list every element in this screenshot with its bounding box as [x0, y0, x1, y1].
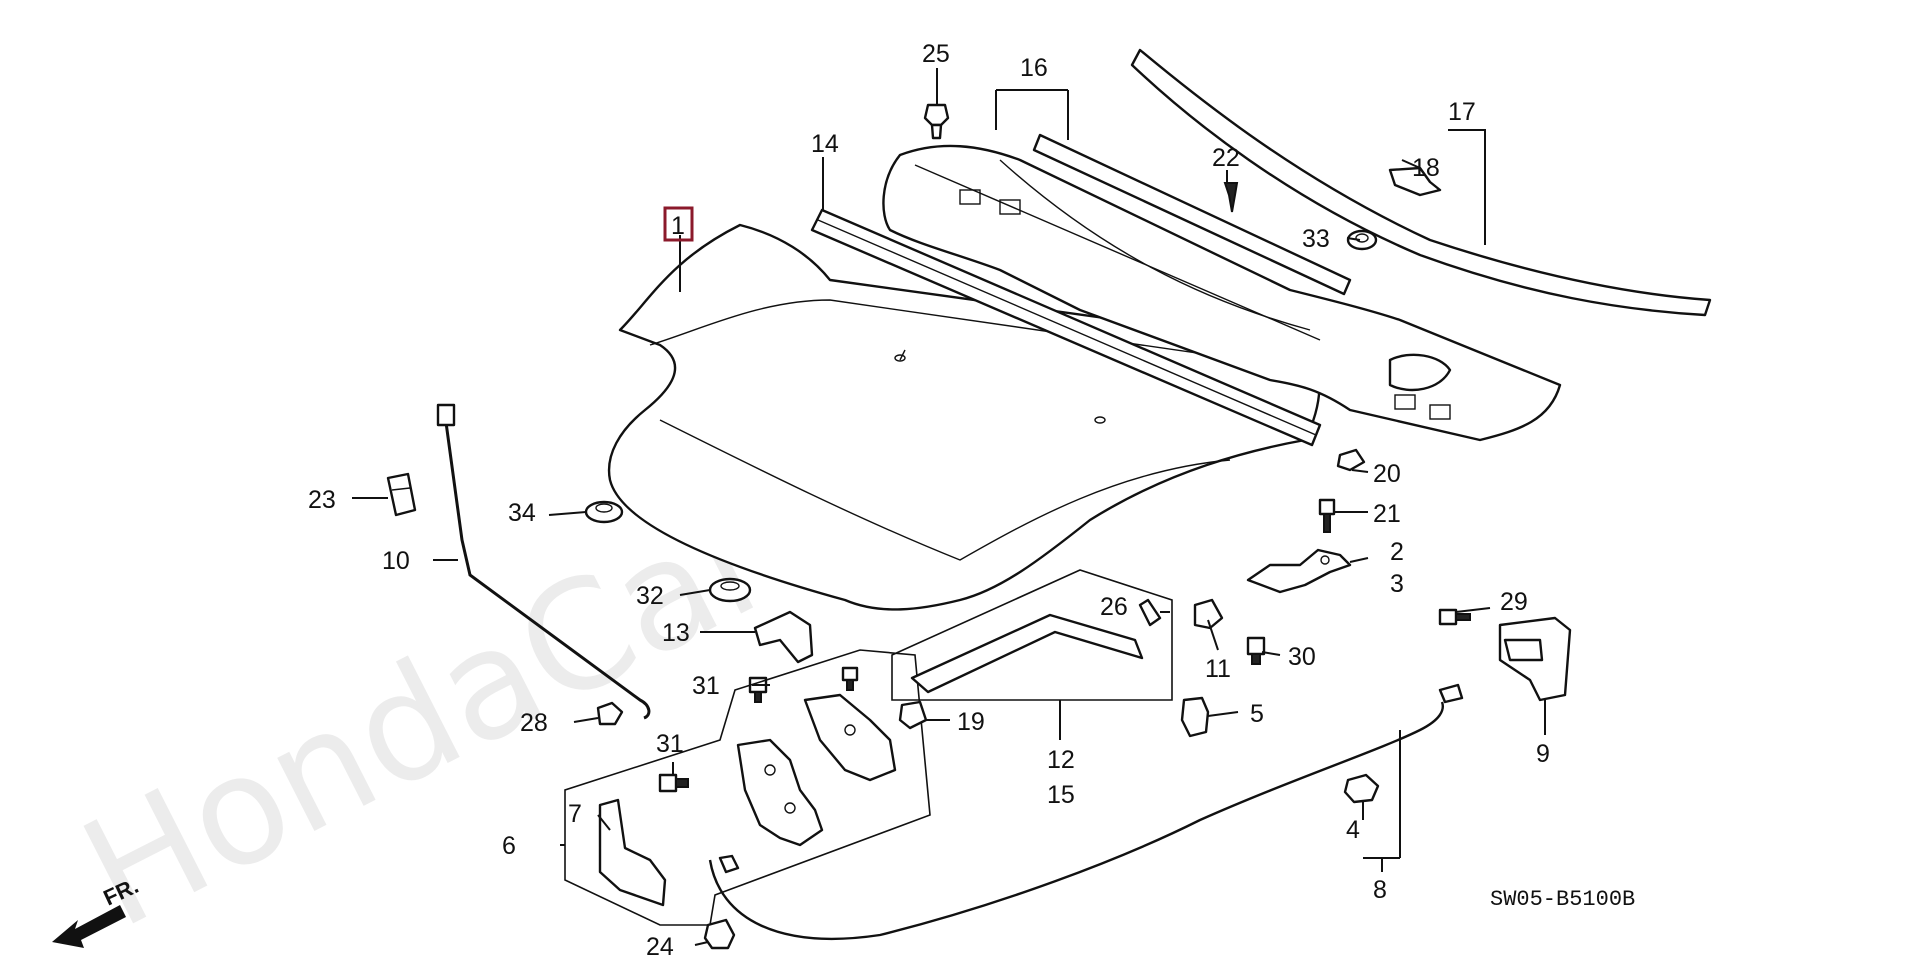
cable-grommet[interactable] [1343, 773, 1380, 804]
latch-screw[interactable] [841, 666, 859, 691]
cowl-grommet[interactable] [1346, 229, 1378, 251]
callout-5[interactable]: 5 [1250, 700, 1264, 728]
callout-17[interactable]: 17 [1448, 98, 1476, 126]
leader-lines [352, 68, 1546, 946]
hinge-bracket[interactable] [1193, 598, 1224, 630]
rod-holder[interactable] [386, 472, 417, 517]
hood-support-rod[interactable] [436, 403, 651, 720]
cable-clip[interactable] [703, 918, 736, 950]
callout-13[interactable]: 13 [662, 619, 690, 647]
callout-18[interactable]: 18 [1412, 154, 1440, 182]
hood-hinge[interactable] [1246, 548, 1352, 594]
bracket-bolt[interactable] [1246, 636, 1266, 665]
callout-22[interactable]: 22 [1212, 144, 1240, 172]
front-arrow-icon [52, 905, 126, 948]
callout-12[interactable]: 12 [1047, 746, 1075, 774]
callout-1[interactable]: 1 [671, 212, 685, 240]
callout-2[interactable]: 2 [1390, 538, 1404, 566]
callout-31a[interactable]: 31 [692, 672, 720, 700]
callout-3[interactable]: 3 [1390, 570, 1404, 598]
callout-33[interactable]: 33 [1302, 225, 1330, 253]
callout-34[interactable]: 34 [508, 499, 536, 527]
callout-31b[interactable]: 31 [656, 730, 684, 758]
latch-assembly-group [564, 649, 931, 926]
callout-11[interactable]: 11 [1205, 655, 1231, 683]
callout-4[interactable]: 4 [1346, 816, 1360, 844]
callout-24[interactable]: 24 [646, 933, 674, 960]
callout-25[interactable]: 25 [922, 40, 950, 68]
cowl-rubber-seal[interactable] [1130, 48, 1712, 317]
hood-grommet[interactable] [584, 500, 624, 524]
silencer-group [891, 569, 1173, 701]
hood-striker[interactable] [753, 610, 814, 664]
silencer-clip[interactable] [1138, 598, 1162, 627]
hood-cushion[interactable] [1180, 696, 1210, 738]
diagram-code: SW05-B5100B [1490, 887, 1635, 912]
part-1-highlight [663, 206, 694, 242]
hood-latch[interactable] [736, 693, 897, 847]
opener-bolt[interactable] [1438, 608, 1471, 626]
edge-cushion[interactable] [898, 700, 928, 730]
hinge-bolt[interactable] [1318, 498, 1336, 533]
callout-21[interactable]: 21 [1373, 500, 1401, 528]
rod-grommet[interactable] [596, 701, 624, 726]
cowl-nut[interactable] [1336, 448, 1366, 472]
callout-8[interactable]: 8 [1373, 876, 1387, 904]
release-cable[interactable] [708, 683, 1464, 940]
callout-15[interactable]: 15 [1047, 781, 1075, 809]
cowl-seal-strip[interactable] [1032, 133, 1352, 296]
callout-23[interactable]: 23 [308, 486, 336, 514]
latch-bolt[interactable] [658, 773, 689, 793]
cowl-screw[interactable] [1223, 182, 1239, 213]
callout-28[interactable]: 28 [520, 709, 548, 737]
callout-30[interactable]: 30 [1288, 643, 1316, 671]
callout-9[interactable]: 9 [1536, 740, 1550, 768]
callout-16[interactable]: 16 [1020, 54, 1048, 82]
cowl-clip[interactable] [923, 103, 950, 140]
callout-14[interactable]: 14 [811, 130, 839, 158]
latch-protector[interactable] [598, 798, 667, 907]
callout-32[interactable]: 32 [636, 582, 664, 610]
callout-19[interactable]: 19 [957, 708, 985, 736]
callout-29[interactable]: 29 [1500, 588, 1528, 616]
hood-silencer[interactable] [910, 613, 1144, 694]
hood-panel[interactable] [607, 223, 1321, 611]
hood-seal-strip[interactable] [810, 208, 1322, 447]
callout-7[interactable]: 7 [568, 800, 582, 828]
hood-opener-handle[interactable] [1498, 616, 1572, 702]
cowl-top-panel[interactable] [882, 144, 1562, 442]
callout-labels: 1 2 3 4 5 6 7 8 9 10 11 12 13 14 15 16 1… [308, 40, 1550, 960]
callout-26[interactable]: 26 [1100, 593, 1128, 621]
stay-grommet[interactable] [708, 577, 752, 603]
callout-6[interactable]: 6 [502, 832, 516, 860]
callout-20[interactable]: 20 [1373, 460, 1401, 488]
callout-10[interactable]: 10 [382, 547, 410, 575]
